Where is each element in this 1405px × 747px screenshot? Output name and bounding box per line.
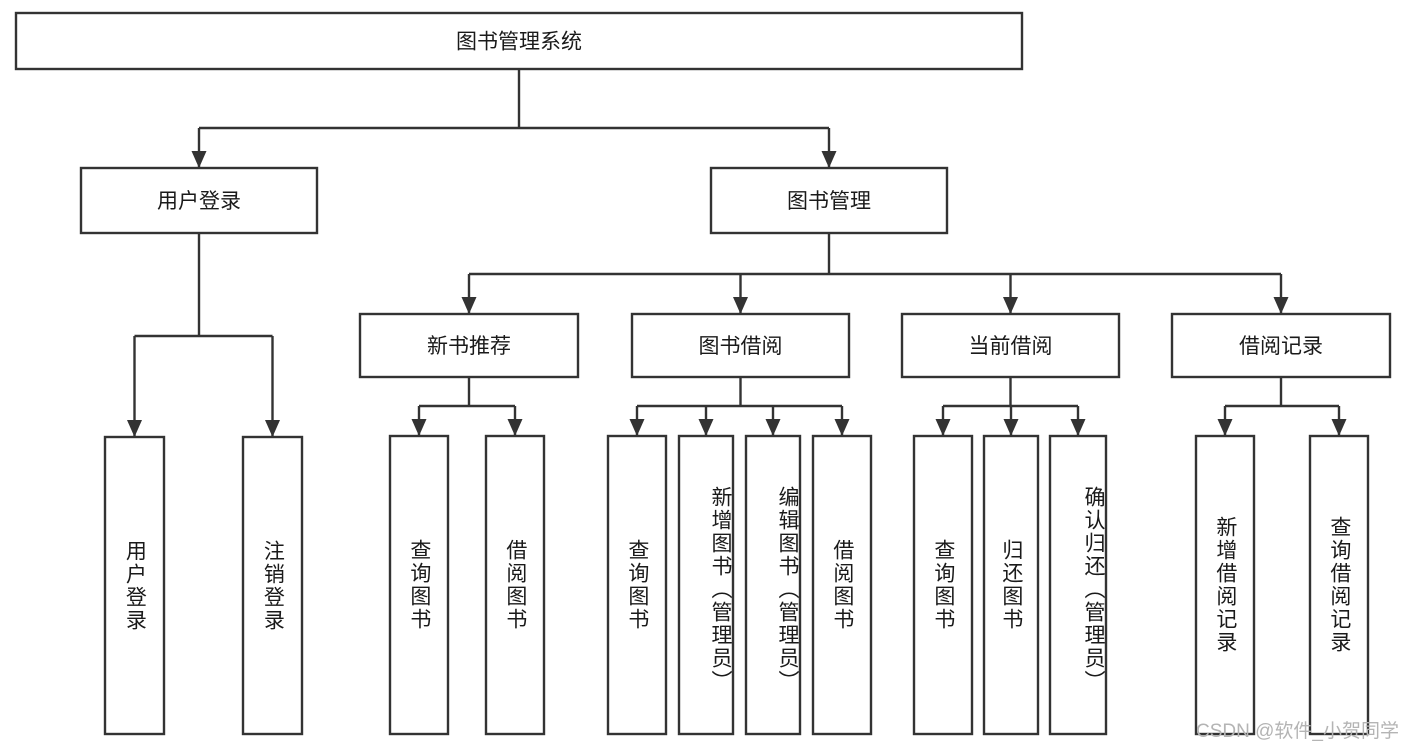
node-e5809fe99885e59bbee4b9a6[interactable] (811, 434, 873, 736)
node-e69fa5e8afa2e5809fe99885e8ae[interactable] (1308, 434, 1370, 736)
arrowhead-icon (191, 151, 207, 168)
node-label: 图书管理系统 (456, 31, 582, 54)
node-e794a8e688b7e799bbe5bd95[interactable] (79, 166, 319, 235)
node-e7bc96e8be91e59bbee4b9a6efbc[interactable] (744, 434, 802, 736)
arrowhead-icon (765, 419, 781, 436)
node-e59bbee4b9a6e5809fe99885[interactable] (630, 312, 851, 379)
arrowhead-icon (507, 419, 523, 436)
node-e5bd93e5898de5809fe99885[interactable] (900, 312, 1121, 379)
node-e59bbee4b9a6e7aea1e79086[interactable] (709, 166, 949, 235)
node-e6b3a8e99480e799bbe5bd95[interactable] (241, 435, 304, 736)
node-label: 当前借阅 (969, 335, 1053, 358)
arrowhead-icon (821, 151, 837, 168)
arrowhead-icon (461, 297, 477, 314)
connector-layer (127, 69, 1347, 437)
node-e7a1aee8aea4e5bd92e8bf98efbc[interactable] (1048, 434, 1108, 736)
node-e69fa5e8afa2e59bbee4b9a6[interactable] (606, 434, 668, 736)
arrowhead-icon (265, 420, 280, 437)
node-box-layer (14, 11, 1392, 736)
arrowhead-icon (127, 420, 142, 437)
arrowhead-icon (698, 419, 714, 436)
arrowhead-icon (1070, 419, 1086, 436)
arrowhead-icon (834, 419, 850, 436)
node-e696b0e5a29ee5809fe99885e8ae[interactable] (1194, 434, 1256, 736)
node-label: 图书借阅 (699, 335, 783, 358)
node-e696b0e5a29ee59bbee4b9a6efbc[interactable] (677, 434, 735, 736)
node-e794a8e688b7e799bbe5bd95[interactable] (103, 435, 166, 736)
node-e696b0e4b9a6e68ea8e88d90[interactable] (358, 312, 580, 379)
node-e5809fe99885e59bbee4b9a6[interactable] (484, 434, 546, 736)
csdn-watermark: CSDN @软件_小贺同学 (1196, 721, 1399, 742)
arrowhead-icon (1003, 297, 1018, 314)
node-label: 图书管理 (787, 190, 871, 213)
arrowhead-icon (629, 419, 645, 436)
arrowhead-icon (1217, 419, 1233, 436)
arrowhead-icon (1331, 419, 1347, 436)
node-e59bbee4b9a6e7aea1e79086e7b3[interactable] (14, 11, 1024, 71)
arrowhead-icon (411, 419, 427, 436)
node-e5809fe99885e8aeb0e5bd95[interactable] (1170, 312, 1392, 379)
arrowhead-icon (1003, 419, 1019, 436)
arrowhead-icon (1273, 297, 1289, 314)
node-label: 用户登录 (157, 190, 241, 213)
arrowhead-icon (733, 297, 748, 314)
node-label: 借阅记录 (1239, 335, 1323, 358)
node-label: 新书推荐 (427, 335, 511, 358)
node-e69fa5e8afa2e59bbee4b9a6[interactable] (912, 434, 974, 736)
node-e69fa5e8afa2e59bbee4b9a6[interactable] (388, 434, 450, 736)
arrowhead-icon (935, 419, 951, 436)
node-e5bd92e8bf98e59bbee4b9a6[interactable] (982, 434, 1040, 736)
